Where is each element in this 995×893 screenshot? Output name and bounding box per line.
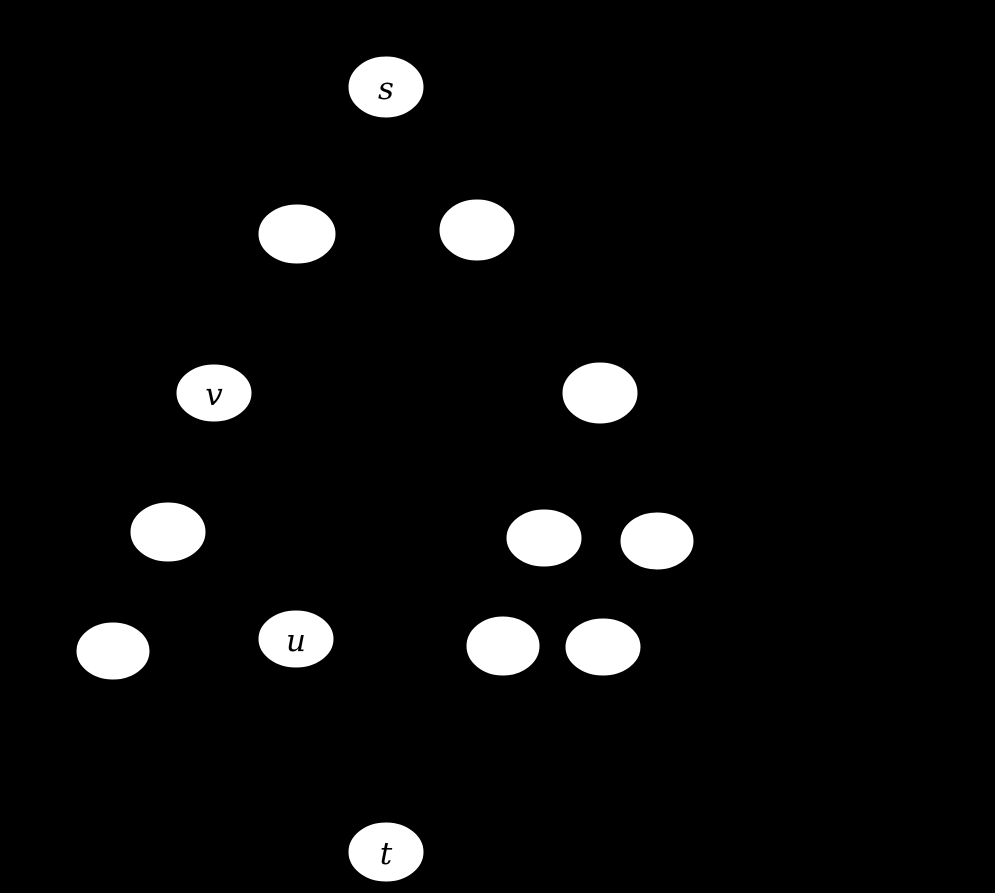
graph-node-ellipse bbox=[561, 361, 639, 425]
graph-node-ellipse bbox=[505, 508, 583, 568]
graph-node-n1 bbox=[257, 203, 337, 265]
graph-node-ellipse bbox=[257, 609, 335, 669]
graph-node-ellipse bbox=[75, 621, 151, 681]
graph-node-n2 bbox=[438, 198, 516, 262]
graph-node-n4 bbox=[129, 501, 207, 563]
graph-node-u: u bbox=[257, 609, 335, 669]
graph-node-n5 bbox=[505, 508, 583, 568]
graph-node-n8 bbox=[465, 615, 541, 677]
graph-node-ellipse bbox=[257, 203, 337, 265]
graph-node-ellipse bbox=[465, 615, 541, 677]
graph-node-n9 bbox=[564, 617, 642, 677]
graph-node-t: t bbox=[347, 821, 425, 883]
graph-node-ellipse bbox=[347, 55, 425, 119]
graph-node-n6 bbox=[619, 511, 695, 571]
graph-node-label: s bbox=[378, 71, 394, 107]
graph-node-ellipse bbox=[564, 617, 642, 677]
graph-node-ellipse bbox=[175, 363, 253, 423]
graph-node-n7 bbox=[75, 621, 151, 681]
graph-node-ellipse bbox=[438, 198, 516, 262]
graph-node-v: v bbox=[175, 363, 253, 423]
graph-node-label: u bbox=[286, 623, 306, 659]
graph-node-ellipse bbox=[347, 821, 425, 883]
graph-node-label: v bbox=[205, 377, 223, 413]
graph-node-ellipse bbox=[619, 511, 695, 571]
graph-node-ellipse bbox=[129, 501, 207, 563]
graph-node-s: s bbox=[347, 55, 425, 119]
graph-node-n3 bbox=[561, 361, 639, 425]
graph-node-label: t bbox=[380, 836, 393, 872]
